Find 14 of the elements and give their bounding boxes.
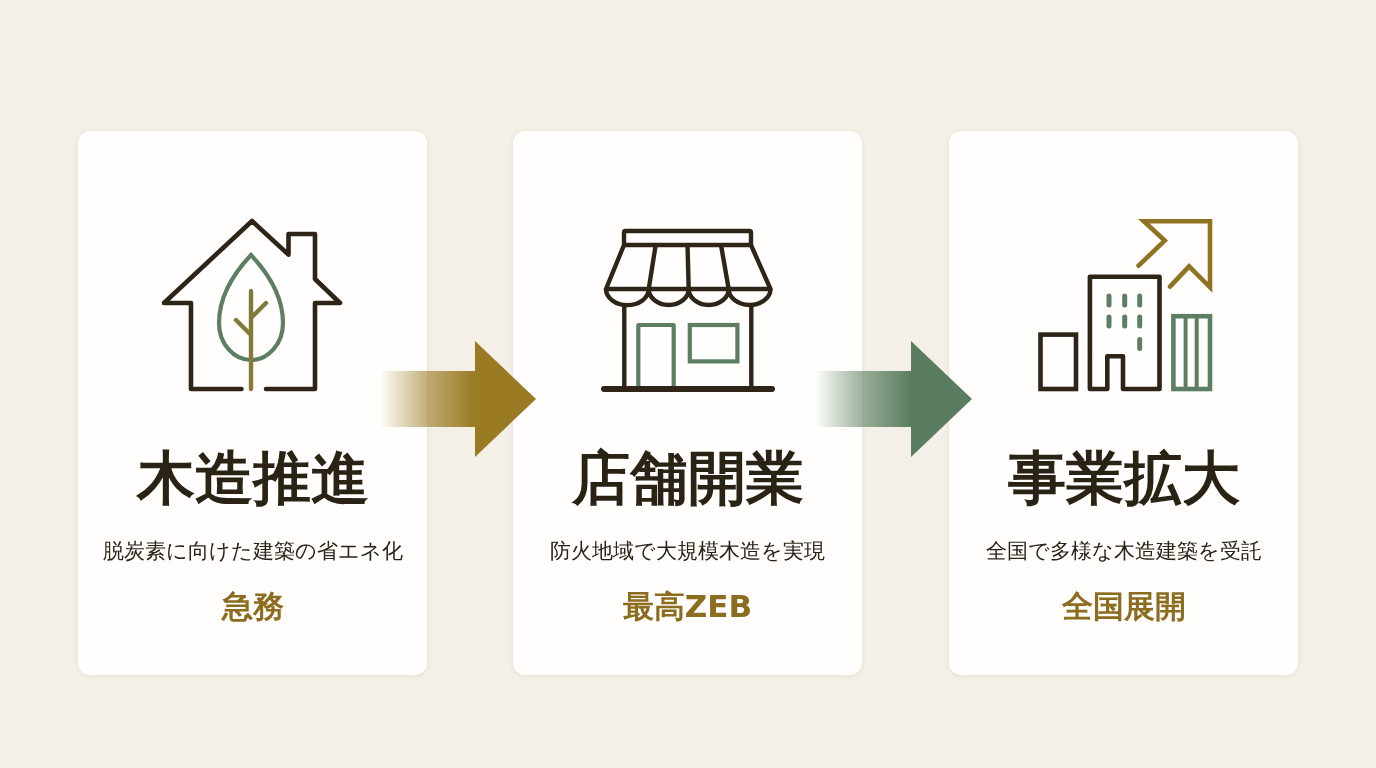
step-title: 店舗開業 [571,444,804,512]
step-card [78,131,427,675]
step-description: 全国で多様な木造建築を受託 [985,538,1262,565]
step-description: 防火地域で大規模木造を実現 [550,538,825,565]
step-highlight: 最高ZEB [622,587,753,626]
step-title: 事業拡大 [1007,444,1240,512]
step-highlight: 急務 [221,587,284,626]
step-card [949,131,1298,675]
step-title: 木造推進 [136,444,369,512]
step-description: 脱炭素に向けた建築の省エネ化 [102,538,403,565]
step-highlight: 全国展開 [1061,587,1186,626]
flow-arrow [380,341,536,457]
flow-arrow [815,341,972,457]
step-card [513,131,862,675]
